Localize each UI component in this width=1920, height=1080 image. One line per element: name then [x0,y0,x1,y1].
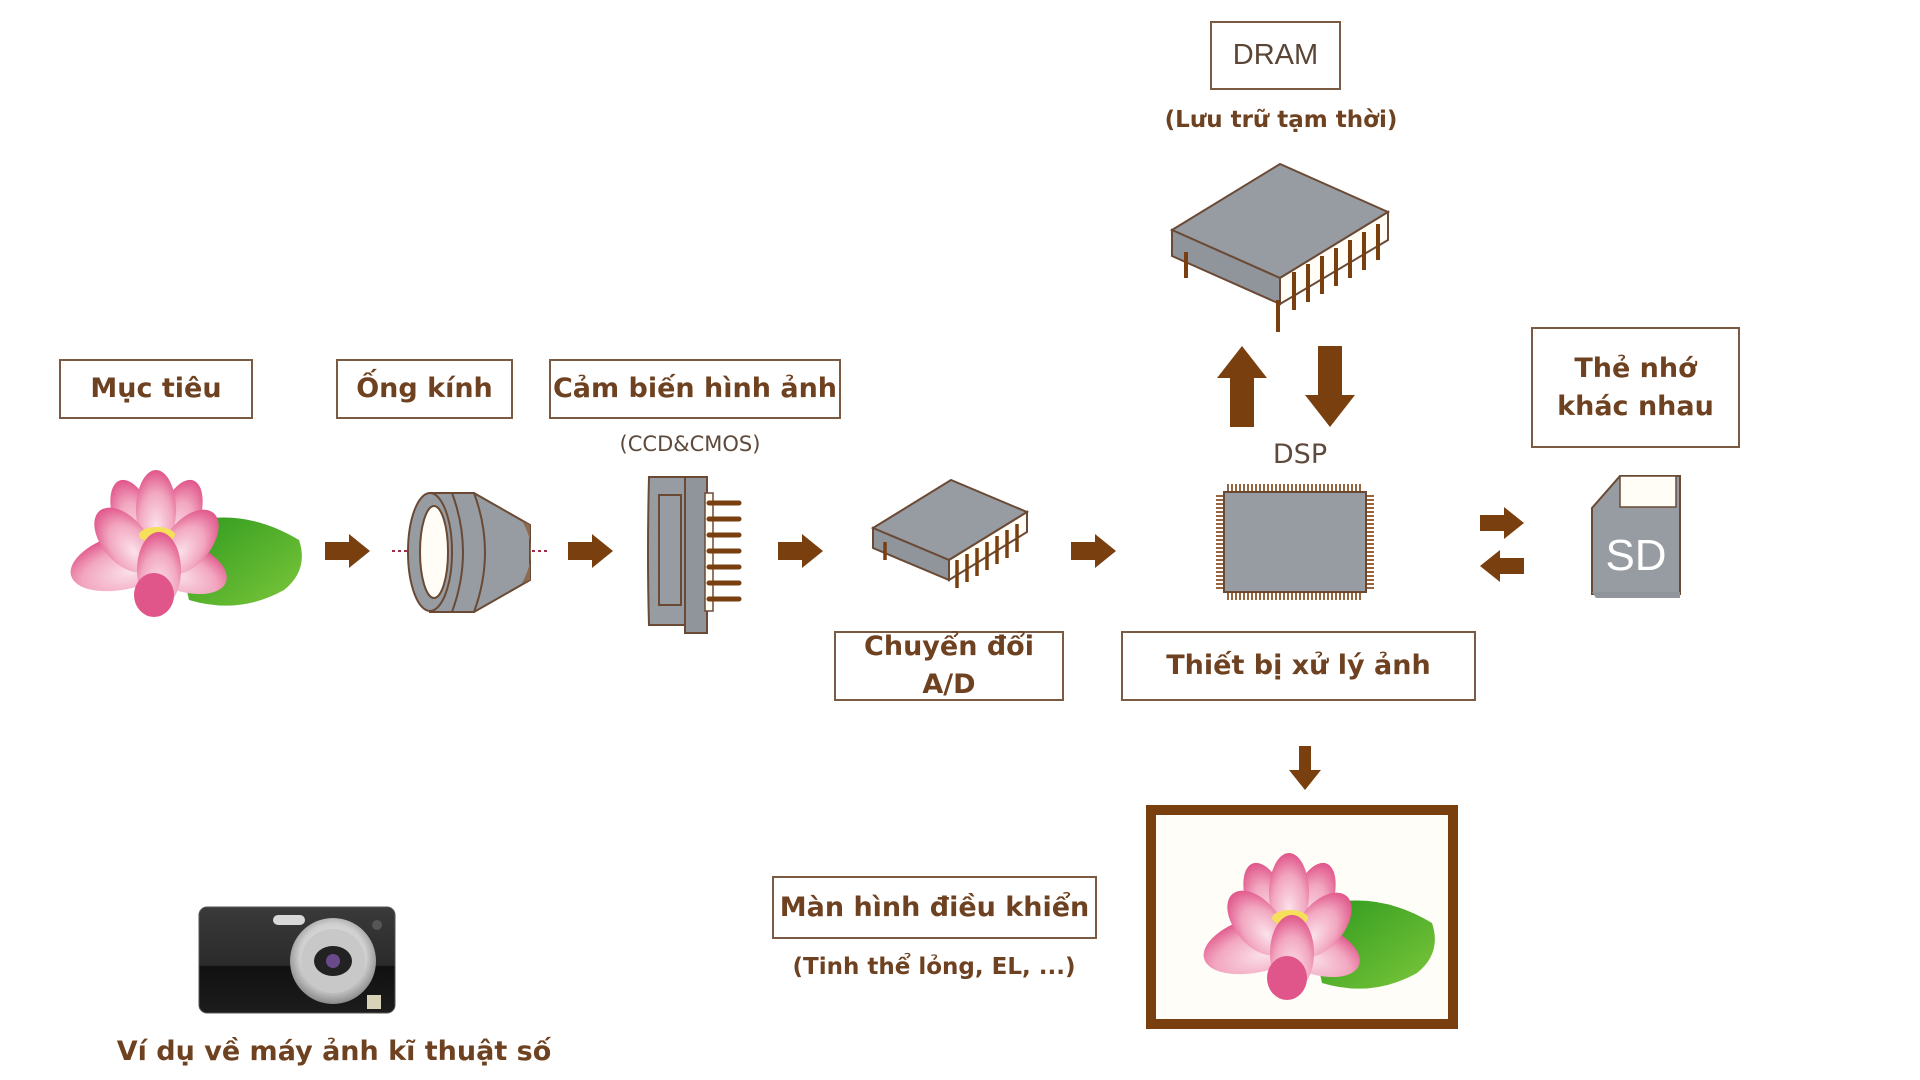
sensor-note: (CCD&CMOS) [619,432,761,456]
dram-chip-icon [1169,160,1391,335]
ad-converter-label-box: Chuyển đổi A/D [834,631,1064,701]
target-label: Mục tiêu [90,373,222,405]
arrow-right-icon [778,534,823,568]
digital-camera-icon [197,905,397,1015]
dram-label: DRAM [1232,39,1319,72]
arrow-right-icon [1480,507,1524,539]
sd-card-icon: SD [1588,474,1688,600]
sensor-label: Cảm biến hình ảnh [552,373,838,405]
lens-label: Ống kính [356,373,493,405]
monitor-label: Màn hình điều khiển [779,891,1090,923]
dsp-label: DSP [1272,439,1328,470]
dram-label-box: DRAM [1210,21,1341,90]
arrow-down-icon [1305,346,1355,427]
image-processor-label-box: Thiết bị xử lý ảnh [1121,631,1476,701]
arrow-right-icon [568,534,613,568]
monitor-frame [1146,805,1458,1029]
lens-icon [390,485,550,615]
camera-caption: Ví dụ về máy ảnh kĩ thuật số [116,1036,552,1067]
image-sensor-icon [647,475,747,635]
arrow-up-icon [1217,346,1267,427]
target-label-box: Mục tiêu [59,359,253,419]
arrow-down-icon [1289,746,1321,790]
monitor-label-box: Màn hình điều khiển [772,876,1097,939]
sensor-label-box: Cảm biến hình ảnh [549,359,841,419]
image-processor-label: Thiết bị xử lý ảnh [1166,650,1431,682]
memory-card-label-box: Thẻ nhớ khác nhau [1531,327,1740,448]
arrow-left-icon [1480,550,1524,582]
arrow-right-icon [1071,534,1116,568]
ad-converter-label: Chuyển đổi A/D [864,631,1034,700]
ad-converter-chip-icon [870,476,1031,591]
memory-card-label: Thẻ nhớ khác nhau [1557,352,1714,422]
arrow-right-icon [325,534,370,568]
dsp-chip-icon [1212,482,1378,602]
lens-label-box: Ống kính [336,359,513,419]
lotus-flower-icon [1192,853,1437,1003]
dram-note: (Lưu trữ tạm thời) [1164,107,1398,133]
lotus-flower-icon [59,470,304,620]
sd-card-text: SD [1605,531,1666,580]
monitor-note: (Tinh thể lỏng, EL, ...) [792,954,1076,980]
